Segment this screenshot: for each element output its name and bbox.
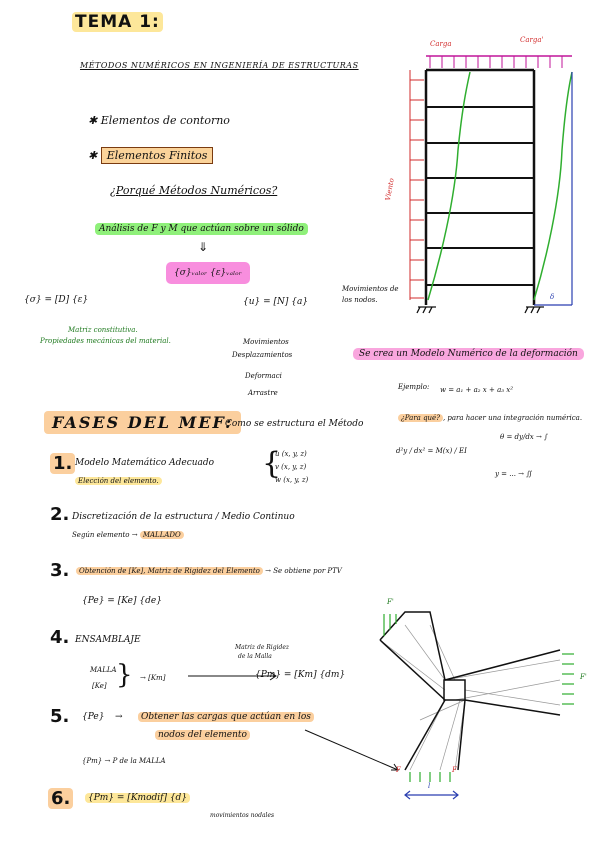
- y-equation: y = ... → ∬: [495, 470, 533, 478]
- pink-statement: Se crea un Modelo Numérico de la deforma…: [353, 348, 584, 360]
- mesh-loads: [383, 614, 574, 782]
- phases-heading-note: Como se estructura el Método: [225, 419, 364, 429]
- phase4-arrow-label-1: Matriz de Rigidez: [235, 644, 290, 651]
- carga1-label: Carga: [430, 40, 452, 48]
- supports: [416, 306, 544, 314]
- down-arrow-icon: ⇓: [198, 240, 209, 254]
- phase5-pointer-arrow: [304, 729, 399, 771]
- phase5-equation: {Pm} → P de la MALLA: [82, 757, 166, 765]
- frame-structure: [424, 68, 536, 305]
- example-label: Ejemplo:: [398, 383, 430, 391]
- wind-load: [409, 70, 424, 300]
- phase4-equation: {Pm} = [Km] {dm}: [255, 670, 346, 680]
- example-equation: w = a₁ + a₂ x + a₃ x²: [440, 386, 514, 394]
- phase1-u: u (x, y, z): [275, 450, 307, 458]
- matrix-note-1: Matriz constitutiva.: [68, 326, 138, 334]
- phase2-sub: Según elemento → MALLADO: [72, 531, 184, 539]
- phase4-km: → [Km]: [140, 674, 166, 682]
- phase6-equation: {Pm} = [Kmodif] {d}: [85, 793, 191, 803]
- page-subtitle: MÉTODOS NUMÉRICOS EN INGENIERÍA DE ESTRU…: [80, 61, 359, 70]
- bullet-star-icon: ✱: [88, 149, 101, 162]
- mesh-lines: [379, 624, 561, 771]
- bullet-finitos: ✱ Elementos Finitos: [88, 147, 214, 164]
- phase5-text-2: nodos del elemento: [155, 730, 250, 740]
- desplazamientos-label: Desplazamientos: [232, 351, 293, 359]
- u-equation: {u} = [N] {a}: [243, 297, 309, 307]
- sigma-equation: {σ} = [D] {ε}: [24, 295, 89, 305]
- phase1-text: Modelo Matemático Adecuado: [75, 458, 215, 468]
- phase3-equation: {Pe} = [Ke] {de}: [82, 596, 162, 606]
- phase4-ke: [Ke]: [92, 682, 107, 690]
- phase3-text: Obtención de [Ke], Matriz de Rigidez del…: [76, 567, 342, 575]
- phase6-note: movimientos nodales: [210, 812, 275, 819]
- mesh-label-top: F': [387, 598, 394, 606]
- phase4-number: 4.: [50, 627, 70, 648]
- phase5-arrow: →: [115, 712, 123, 722]
- pink-band: {σ}ᵥₐₗₒᵣ {ε}ᵥₐₗₒᵣ: [166, 262, 250, 284]
- matrix-note-2: Propiedades mecánicas del material.: [40, 337, 171, 345]
- phase5-number: 5.: [50, 706, 70, 727]
- phase4-brace: }: [116, 660, 133, 690]
- phase2-text: Discretización de la estructura / Medio …: [72, 512, 295, 522]
- phase5-pe: {Pe}: [82, 712, 105, 722]
- bullet-star-icon: ✱: [88, 114, 101, 127]
- phase3-number: 3.: [50, 560, 70, 581]
- why-line: ¿Para qué?, para hacer una integración n…: [398, 414, 582, 422]
- phase1-sub: Elección del elemento.: [75, 477, 162, 485]
- phase1-brace: {: [262, 446, 282, 481]
- bullet-contorno: ✱ Elementos de contorno: [88, 114, 230, 127]
- page-title: TEMA 1:: [72, 12, 163, 32]
- arrastre-label: Arrastre: [248, 389, 278, 397]
- phase4-arrow-label-2: de la Malla: [238, 653, 272, 660]
- phase1-w: w (x, y, z): [275, 476, 309, 484]
- theta-equation: θ = dy/dx → ∫: [500, 433, 548, 441]
- phase4-malla: MALLA: [90, 666, 117, 674]
- distributed-load: [426, 55, 572, 68]
- question-metodos: ¿Porqué Métodos Numéricos?: [110, 184, 278, 197]
- mesh-label-right: F': [580, 673, 587, 681]
- green-band: Análisis de F y M que actúan sobre un só…: [95, 223, 308, 235]
- phase5-text-1: Obtener las cargas que actúan en los: [138, 712, 314, 722]
- mesh-label-f2: F: [452, 766, 457, 774]
- phase6-number: 6.: [48, 788, 74, 809]
- mesh-dimension: [404, 790, 459, 800]
- deformaci-label: Deformaci: [245, 372, 282, 380]
- movimientos-label: Movimientos: [243, 338, 289, 346]
- mallado-badge: MALLADO: [139, 531, 184, 539]
- mesh-label-l: l: [428, 782, 431, 790]
- phase4-text: ENSAMBLAJE: [75, 635, 141, 645]
- diff-equation: d²y / dx² = M(x) / EI: [396, 447, 467, 455]
- displacement-indicator: [534, 72, 573, 306]
- carga2-label: Carga': [520, 36, 544, 44]
- mesh-outline: [379, 611, 561, 771]
- phase1-v: v (x, y, z): [275, 463, 307, 471]
- deformed-shape: [427, 71, 573, 301]
- nodes-note-1: Movimientos de: [342, 285, 399, 293]
- nodes-note-2: los nodos.: [342, 296, 378, 304]
- phases-heading: FASES DEL MEF:: [44, 411, 242, 434]
- phase1-number: 1.: [50, 453, 76, 474]
- mesh-label-f1: F: [396, 766, 401, 774]
- phase2-number: 2.: [50, 504, 70, 525]
- delta-label: δ: [550, 293, 555, 301]
